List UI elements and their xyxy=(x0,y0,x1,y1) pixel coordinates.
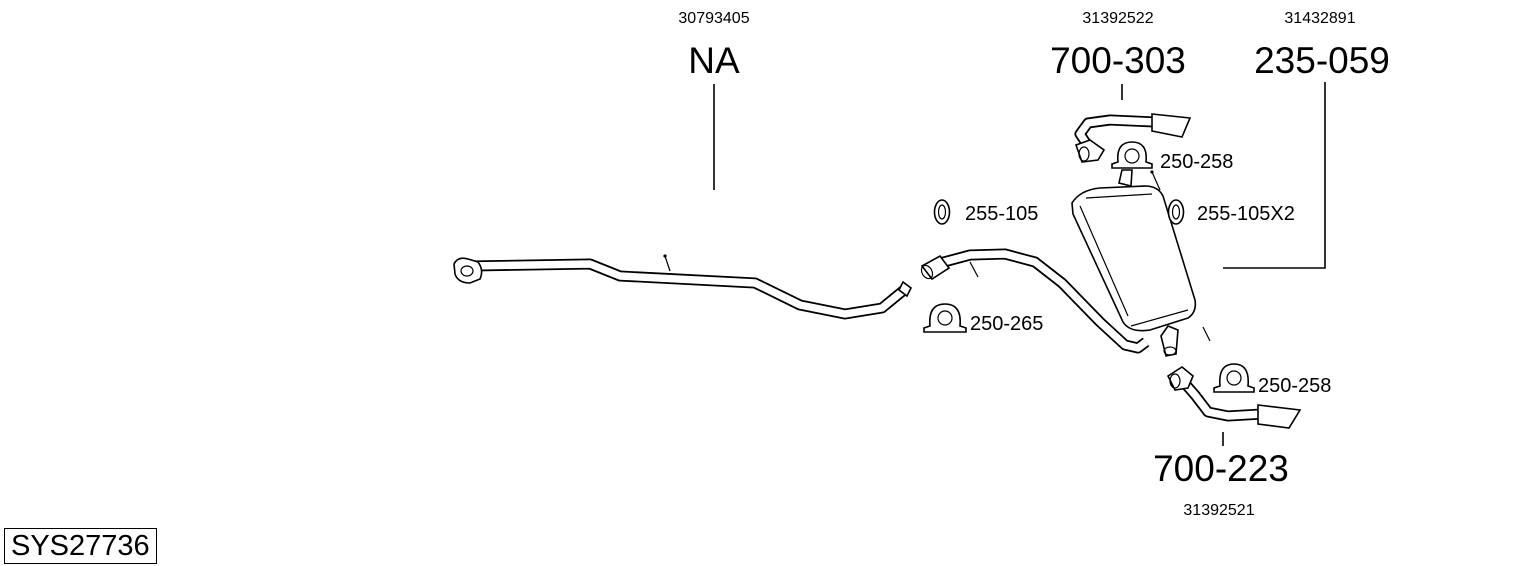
tail-pipe-upper xyxy=(1074,113,1192,163)
rubber-mount-right xyxy=(1167,199,1185,225)
system-code: SYS27736 xyxy=(11,530,150,562)
front-pipe xyxy=(453,254,913,320)
front-pipe-part-number: NA xyxy=(688,40,740,81)
tail-pipe-lower-oe-number: 31392521 xyxy=(1183,502,1254,519)
rear-silencer-oe-number: 31432891 xyxy=(1284,10,1355,27)
clamp-mid-label: 250-265 xyxy=(970,313,1043,335)
rubber-mount-left-label: 255-105 xyxy=(965,203,1038,225)
rear-silencer-upper-outlet xyxy=(1118,169,1133,188)
rear-silencer xyxy=(1071,169,1211,357)
rear-silencer-part-number: 235-059 xyxy=(1254,40,1390,81)
intermediate-pipe-inlet-sleeve xyxy=(920,254,951,281)
rubber-mount-right-label: 255-105X2 xyxy=(1197,203,1295,225)
tail-pipe-lower-tip xyxy=(1257,404,1302,429)
front-pipe-end xyxy=(897,280,913,298)
tail-pipe-lower-part-number: 700-223 xyxy=(1153,448,1289,489)
clamp-upper-label: 250-258 xyxy=(1160,151,1233,173)
clamp-upper xyxy=(1111,141,1153,169)
intermediate-pipe xyxy=(920,248,1150,354)
clamp-lower xyxy=(1213,363,1255,393)
front-pipe-oe-number: 30793405 xyxy=(678,10,749,27)
tail-pipe-upper-tip xyxy=(1151,113,1192,138)
rubber-mount-left xyxy=(933,199,951,225)
front-pipe-hanger xyxy=(664,255,671,272)
tail-pipe-lower xyxy=(1166,366,1302,429)
front-pipe-flange xyxy=(453,257,483,284)
clamp-lower-label: 250-258 xyxy=(1258,375,1331,397)
tail-pipe-upper-part-number: 700-303 xyxy=(1050,40,1186,81)
clamp-mid xyxy=(923,303,967,333)
rear-silencer-leader xyxy=(1223,82,1326,269)
system-code-box: SYS27736 xyxy=(4,528,157,564)
intermediate-pipe-hanger xyxy=(969,261,979,278)
tail-pipe-upper-oe-number: 31392522 xyxy=(1082,10,1153,27)
